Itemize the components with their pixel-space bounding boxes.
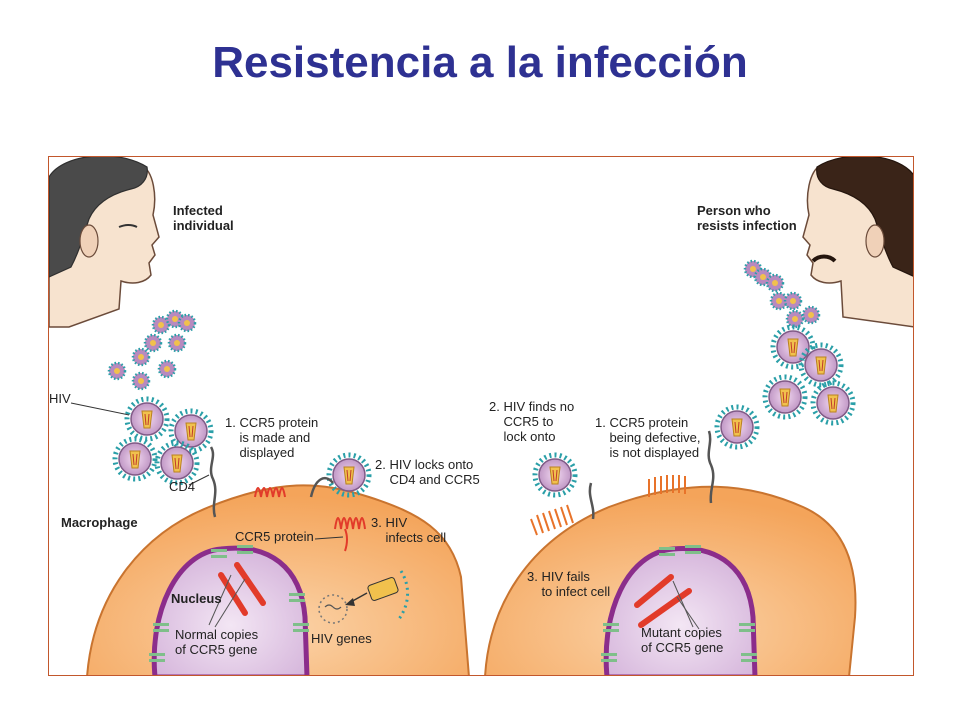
ccr5-protein-left	[254, 487, 366, 552]
resistant-person-label: Person who resists infection	[697, 203, 797, 233]
left-step-2: 2. HIV locks onto CD4 and CCR5	[375, 457, 480, 487]
cd4-pointer	[188, 474, 210, 486]
hiv-virions-right	[535, 327, 853, 495]
defective-ccr5-left-fringe	[530, 504, 574, 536]
hiv-pointer	[70, 402, 130, 416]
infected-individual-label: Infected individual	[173, 203, 234, 233]
diagram-illustration	[49, 157, 913, 675]
mutant-ccr5-genes	[634, 574, 700, 630]
cd4-receptor-left	[209, 446, 217, 518]
resistant-person-head	[802, 157, 913, 328]
left-step-1: 1. CCR5 protein is made and displayed	[225, 415, 319, 460]
hiv-label: HIV	[49, 391, 71, 406]
right-step-1: 1. CCR5 protein being defective, is not …	[595, 415, 701, 460]
diagram-frame: Infected individual HIV 1. CCR5 protein …	[48, 156, 914, 676]
normal-copies-label: Normal copies of CCR5 gene	[175, 627, 259, 657]
hiv-virions-left	[115, 399, 211, 483]
hiv-entering	[318, 570, 409, 624]
hiv-particles-left	[107, 309, 197, 391]
hiv-genes-label: HIV genes	[311, 631, 372, 646]
mutant-copies-label: Mutant copies of CCR5 gene	[641, 625, 724, 655]
hiv-binding-virion	[329, 455, 369, 495]
right-step-3: 3. HIV fails to infect cell	[527, 569, 611, 599]
macrophage-label: Macrophage	[61, 515, 138, 530]
right-step-2: 2. HIV finds no CCR5 to lock onto	[489, 399, 575, 444]
ccr5-protein-label: CCR5 protein	[235, 529, 314, 544]
normal-ccr5-genes	[208, 562, 266, 628]
left-step-3: 3. HIV infects cell	[371, 515, 447, 545]
hiv-particles-right	[743, 259, 821, 329]
slide-title: Resistencia a la infección	[212, 38, 748, 87]
cd4-receptor-right	[707, 430, 715, 504]
infected-individual-head	[49, 157, 160, 328]
cd4-label: CD4	[169, 479, 196, 494]
nucleus-label: Nucleus	[171, 591, 222, 606]
defective-ccr5-top-fringe	[648, 475, 686, 497]
